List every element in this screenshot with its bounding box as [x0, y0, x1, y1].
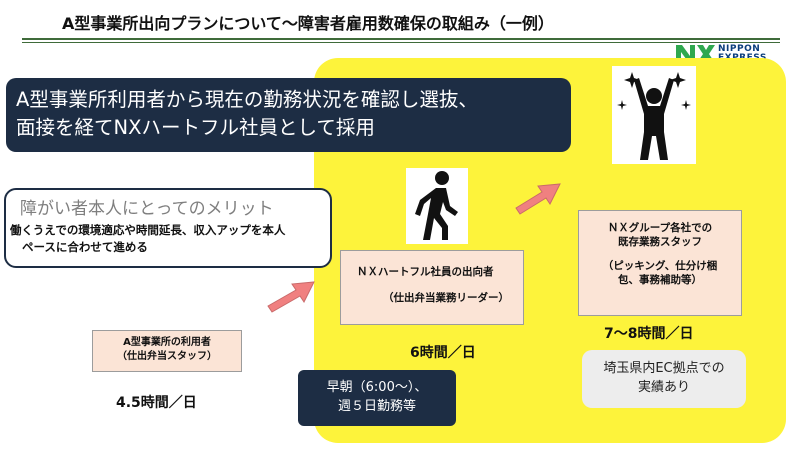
- merit-body: 働くうえでの環境適応や時間延長、収入アップを本人 ペースに合わせて進める: [10, 222, 330, 256]
- schedule-callout: 早朝（6:00～）、 週５日勤務等: [298, 370, 456, 426]
- note-line2: 実績あり: [637, 380, 690, 395]
- step-nx-label-line1: ＮＸハートフル社員の出向者: [357, 266, 494, 278]
- merit-body-line2: ペースに合わせて進める: [22, 240, 148, 254]
- step-group-hours: 7～8時間／日: [604, 326, 694, 342]
- step-group-box: ＮＸグループ各社での 既存業務スタッフ （ピッキング、仕分け梱 包、事務補助等）: [578, 210, 742, 316]
- schedule-line1: 早朝（6:00～）、: [326, 380, 428, 395]
- banner-line2: 面接を経てNXハートフル社員として採用: [16, 116, 375, 139]
- step-nx-hours: 6時間／日: [410, 345, 476, 361]
- arrow-right-icon: [515, 183, 561, 215]
- step-nx-box: ＮＸハートフル社員の出向者 （仕出弁当業務リーダー）: [340, 250, 524, 325]
- step-a-label-line1: A型事業所の利用者: [123, 337, 211, 348]
- step-a-hours: 4.5時間／日: [116, 395, 197, 411]
- walking-person-icon: [406, 168, 468, 244]
- merit-body-line1: 働くうえでの環境適応や時間延長、収入アップを本人: [10, 223, 286, 237]
- step-a-box: A型事業所の利用者 （仕出弁当スタッフ）: [92, 330, 242, 372]
- step-nx-label-line2: （仕出弁当業務リーダー）: [383, 292, 509, 304]
- banner-line1: A型事業所利用者から現在の勤務状況を確認し選抜、: [16, 88, 478, 111]
- step-group-label-line4: 包、事務補助等）: [618, 274, 702, 286]
- selection-banner: A型事業所利用者から現在の勤務状況を確認し選抜、 面接を経てNXハートフル社員と…: [6, 78, 571, 152]
- step-group-label-line1: ＮＸグループ各社での: [607, 222, 713, 234]
- schedule-line2: 週５日勤務等: [337, 399, 416, 414]
- arrow-right-icon: [267, 281, 315, 313]
- step-group-label-line3: （ピッキング、仕分け梱: [602, 260, 718, 272]
- step-group-label-line2: 既存業務スタッフ: [618, 236, 702, 248]
- note-line1: 埼玉県内EC拠点での: [603, 361, 725, 376]
- merit-callout: 障がい者本人にとってのメリット 働くうえでの環境適応や時間延長、収入アップを本人…: [4, 188, 332, 268]
- cheering-person-icon: [612, 66, 696, 164]
- page-title: A型事業所出向プランについて～障害者雇用数確保の取組み（一例）: [62, 14, 554, 33]
- step-a-label-line2: （仕出弁当スタッフ）: [117, 351, 217, 362]
- title-rule-top: [22, 38, 780, 40]
- merit-title: 障がい者本人にとってのメリット: [20, 199, 274, 219]
- title-rule-bottom: [22, 42, 780, 43]
- track-record-note: 埼玉県内EC拠点での 実績あり: [582, 350, 746, 408]
- logo-text-line1: NIPPON: [718, 44, 761, 54]
